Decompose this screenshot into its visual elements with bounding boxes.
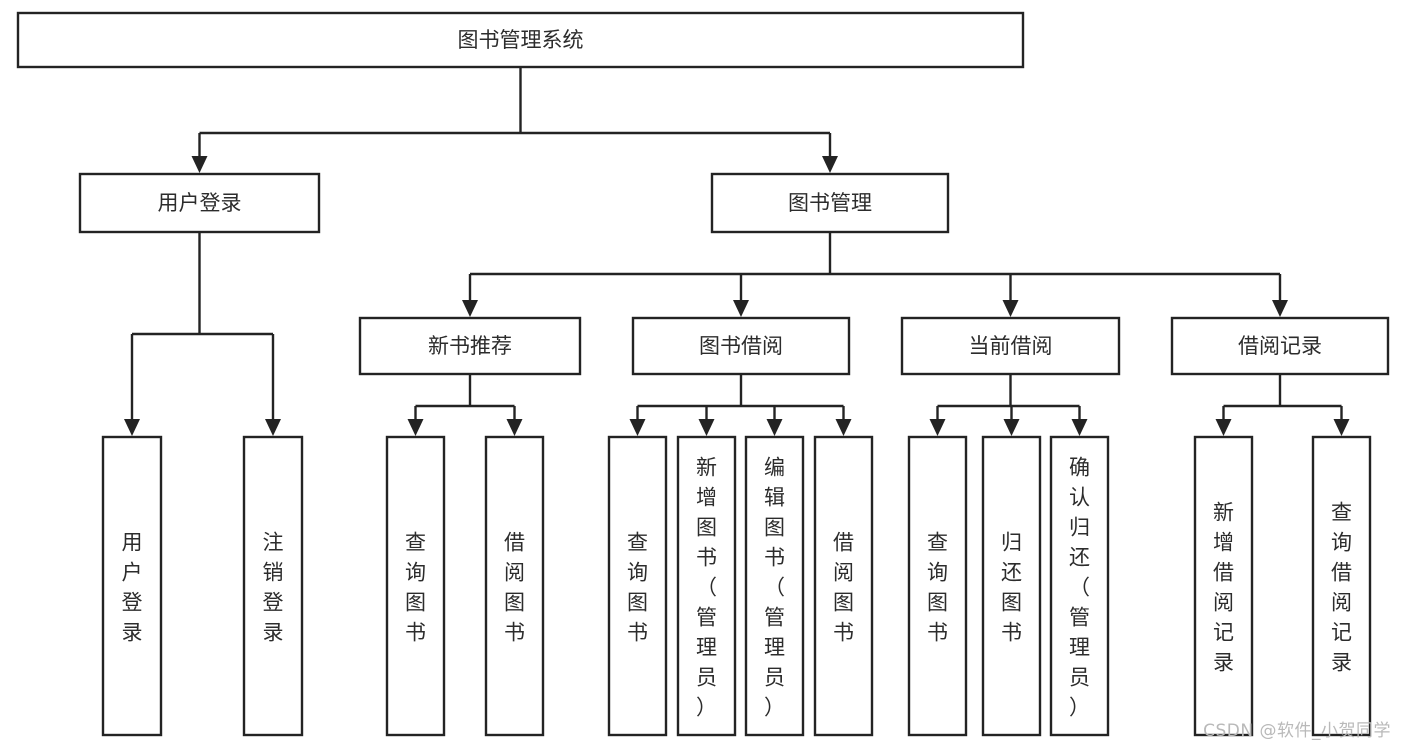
node-label: 查询图书: [927, 530, 948, 644]
node-leaf-query-record[interactable]: 查询借阅记录: [1311, 435, 1372, 737]
node-leaf-user-login[interactable]: 用户登录: [101, 435, 163, 737]
node-label: 图书管理系统: [458, 28, 584, 52]
node-root[interactable]: 图书管理系统: [16, 11, 1025, 69]
watermark-label: CSDN @软件_小贺同学: [1203, 721, 1391, 741]
node-label: 用户登录: [158, 191, 242, 215]
edge-arrowhead-icon: [506, 419, 523, 436]
edge-arrowhead-icon: [1071, 419, 1088, 436]
node-box[interactable]: [607, 435, 668, 737]
edge-arrowhead-icon: [822, 156, 838, 173]
edge-arrowhead-icon: [733, 300, 749, 317]
node-label: 查询借阅记录: [1331, 500, 1352, 674]
node-label: 确认归还（管理员）: [1069, 455, 1090, 719]
nodes-layer: 图书管理系统用户登录图书管理新书推荐图书借阅当前借阅借阅记录用户登录注销登录查询…: [16, 11, 1390, 737]
node-leaf-return-book[interactable]: 归还图书: [981, 435, 1042, 737]
node-box[interactable]: [907, 435, 968, 737]
node-leaf-query-book-2[interactable]: 查询图书: [607, 435, 668, 737]
node-leaf-add-book[interactable]: 新增图书（管理员）: [676, 435, 737, 737]
node-book-manage[interactable]: 图书管理: [710, 172, 950, 234]
node-label: 用户登录: [122, 530, 143, 644]
edge-arrowhead-icon: [1333, 419, 1350, 436]
node-label: 当前借阅: [969, 334, 1053, 358]
node-label: 归还图书: [1001, 530, 1022, 644]
node-box[interactable]: [1311, 435, 1372, 737]
node-box[interactable]: [1170, 316, 1390, 376]
node-label: 新增借阅记录: [1213, 500, 1234, 674]
node-leaf-borrow-book-1[interactable]: 借阅图书: [484, 435, 545, 737]
edge-arrowhead-icon: [766, 419, 783, 436]
edge-group-user-login: [124, 232, 281, 436]
node-current-borrow[interactable]: 当前借阅: [900, 316, 1121, 376]
node-label: 借阅图书: [504, 530, 525, 644]
edge-arrowhead-icon: [929, 419, 946, 436]
node-label: 注销登录: [263, 530, 284, 644]
node-leaf-query-book-1[interactable]: 查询图书: [385, 435, 446, 737]
edge-arrowhead-icon: [191, 156, 208, 173]
edge-group-book-borrow: [629, 374, 852, 436]
edge-group-root: [191, 67, 838, 173]
edge-arrowhead-icon: [835, 419, 852, 436]
node-box[interactable]: [1049, 435, 1110, 737]
node-box[interactable]: [631, 316, 851, 376]
edges-layer: [124, 67, 1350, 436]
node-label: 新书推荐: [428, 334, 512, 358]
node-leaf-borrow-book-2[interactable]: 借阅图书: [813, 435, 874, 737]
node-box[interactable]: [242, 435, 304, 737]
node-leaf-logout[interactable]: 注销登录: [242, 435, 304, 737]
node-leaf-confirm-return[interactable]: 确认归还（管理员）: [1049, 435, 1110, 737]
edge-arrowhead-icon: [1215, 419, 1232, 436]
node-label: 图书管理: [788, 191, 872, 215]
node-label: 借阅记录: [1238, 334, 1322, 358]
node-user-login[interactable]: 用户登录: [78, 172, 321, 234]
edge-group-current-borrow: [929, 374, 1088, 436]
node-label: 查询图书: [405, 530, 426, 644]
edge-arrowhead-icon: [265, 419, 281, 436]
node-box[interactable]: [484, 435, 545, 737]
edge-arrowhead-icon: [698, 419, 715, 436]
node-label: 查询图书: [627, 530, 648, 644]
node-box[interactable]: [676, 435, 737, 737]
edge-arrowhead-icon: [1002, 300, 1019, 317]
node-new-book-rec[interactable]: 新书推荐: [358, 316, 582, 376]
node-leaf-query-book-3[interactable]: 查询图书: [907, 435, 968, 737]
node-box[interactable]: [744, 435, 805, 737]
node-label: 新增图书（管理员）: [696, 455, 717, 719]
node-box[interactable]: [813, 435, 874, 737]
edge-arrowhead-icon: [407, 419, 424, 436]
edge-arrowhead-icon: [1272, 300, 1288, 317]
node-leaf-edit-book[interactable]: 编辑图书（管理员）: [744, 435, 805, 737]
edge-arrowhead-icon: [462, 300, 478, 317]
edge-group-book-manage: [462, 232, 1288, 317]
node-box[interactable]: [358, 316, 582, 376]
node-box[interactable]: [101, 435, 163, 737]
edge-group-borrow-record: [1215, 374, 1350, 436]
node-box[interactable]: [981, 435, 1042, 737]
node-box[interactable]: [16, 11, 1025, 69]
node-borrow-record[interactable]: 借阅记录: [1170, 316, 1390, 376]
edge-arrowhead-icon: [124, 419, 140, 436]
edge-arrowhead-icon: [629, 419, 646, 436]
node-box[interactable]: [900, 316, 1121, 376]
edge-arrowhead-icon: [1003, 419, 1020, 436]
node-label: 图书借阅: [699, 334, 783, 358]
edge-group-new-book-rec: [407, 374, 523, 436]
node-label: 借阅图书: [833, 530, 854, 644]
node-book-borrow[interactable]: 图书借阅: [631, 316, 851, 376]
node-box[interactable]: [78, 172, 321, 234]
node-leaf-add-record[interactable]: 新增借阅记录: [1193, 435, 1254, 737]
node-box[interactable]: [710, 172, 950, 234]
node-box[interactable]: [1193, 435, 1254, 737]
node-box[interactable]: [385, 435, 446, 737]
node-label: 编辑图书（管理员）: [764, 455, 785, 719]
